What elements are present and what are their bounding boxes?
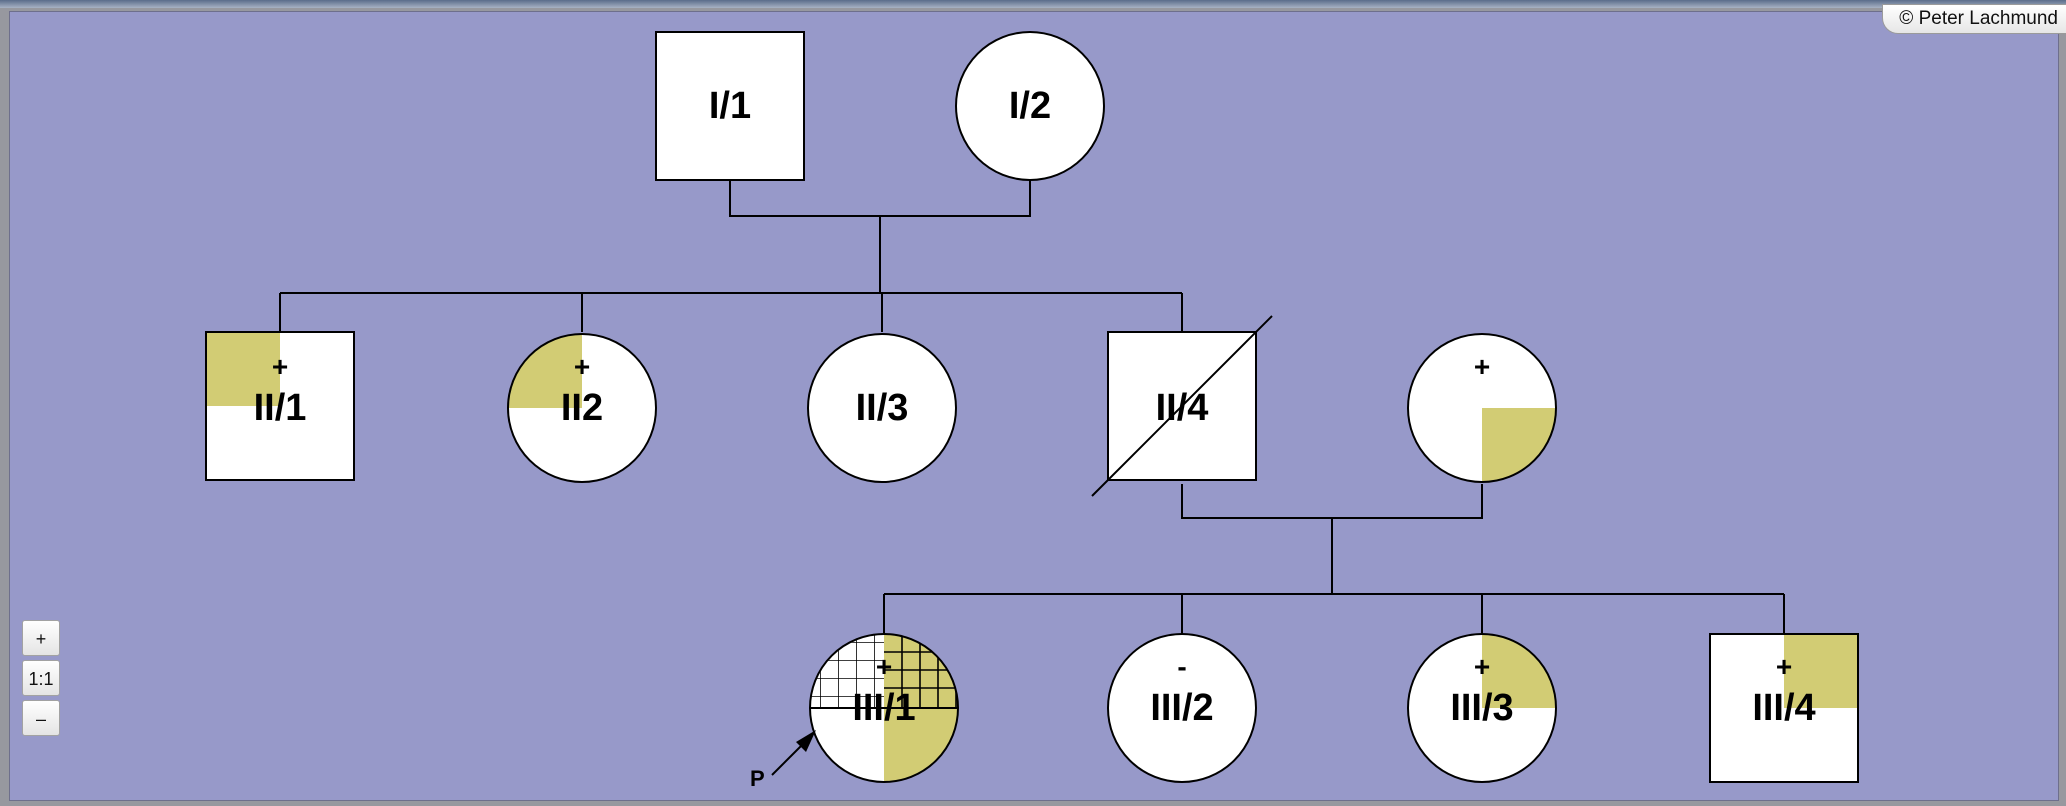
male-symbol [1709, 633, 1859, 783]
individual-label: I/2 [1009, 85, 1051, 127]
female-symbol [507, 333, 657, 483]
affected-quadrant [206, 332, 280, 406]
pedigree-diagram: I/1 I/2 + II/1 + II2 II/3 [205, 31, 1859, 791]
grid-overlay-top-right [884, 634, 958, 708]
marriage-line-gen2 [1181, 484, 1483, 594]
affected-quadrant [1482, 408, 1556, 482]
individual-label: III/1 [852, 687, 915, 729]
female-symbol [807, 333, 957, 483]
zoom-controls: + 1:1 – [22, 620, 62, 740]
carrier-mark: + [1474, 651, 1490, 682]
individual-III3[interactable]: + III/3 [1407, 633, 1557, 783]
pedigree-canvas[interactable]: I/1 I/2 + II/1 + II2 II/3 [9, 11, 2059, 801]
individual-II2[interactable]: + II2 [507, 333, 657, 483]
individual-II4[interactable]: II/4 [1091, 315, 1273, 497]
individual-label: II/4 [1156, 387, 1209, 429]
individual-II3[interactable]: II/3 [807, 333, 957, 483]
zoom-out-button[interactable]: – [22, 700, 60, 736]
carrier-mark: + [876, 651, 892, 682]
carrier-mark: - [1177, 651, 1186, 682]
proband-arrow: P [750, 730, 816, 791]
female-symbol [1407, 633, 1557, 783]
individual-label: III/3 [1450, 687, 1513, 729]
individual-I1[interactable]: I/1 [655, 31, 805, 181]
carrier-mark: + [1474, 351, 1490, 382]
affected-quadrant [1784, 634, 1858, 708]
deceased-slash [1091, 315, 1273, 497]
carrier-mark: + [272, 351, 288, 382]
female-symbol [955, 31, 1105, 181]
individual-label: II2 [561, 387, 603, 429]
proband-label: P [750, 766, 765, 791]
individual-III2[interactable]: - III/2 [1107, 633, 1257, 783]
female-symbol [1407, 333, 1557, 483]
zoom-in-button[interactable]: + [22, 620, 60, 656]
individual-label: I/1 [709, 85, 751, 127]
individual-label: II/3 [856, 387, 909, 429]
male-symbol [655, 31, 805, 181]
zoom-reset-button[interactable]: 1:1 [22, 660, 60, 696]
sibship-line-gen2 [279, 292, 1183, 332]
carrier-mark: + [574, 351, 590, 382]
carrier-mark: + [1776, 651, 1792, 682]
individual-label: III/4 [1752, 687, 1815, 729]
window-top-strip [0, 0, 2066, 8]
individual-II5[interactable]: + [1407, 333, 1557, 483]
individual-III4[interactable]: + III/4 [1709, 633, 1859, 783]
marriage-line-gen1 [729, 180, 1031, 293]
individual-II1[interactable]: + II/1 [205, 331, 355, 481]
female-symbol [809, 633, 959, 783]
individual-label: II/1 [254, 387, 307, 429]
copyright-tab: © Peter Lachmund [1882, 4, 2066, 34]
individual-III1[interactable]: + III/1 [809, 633, 959, 783]
male-symbol [205, 331, 355, 481]
individual-I2[interactable]: I/2 [955, 31, 1105, 181]
female-symbol [1107, 633, 1257, 783]
individual-label: III/2 [1150, 687, 1213, 729]
sibship-line-gen3 [883, 593, 1785, 634]
